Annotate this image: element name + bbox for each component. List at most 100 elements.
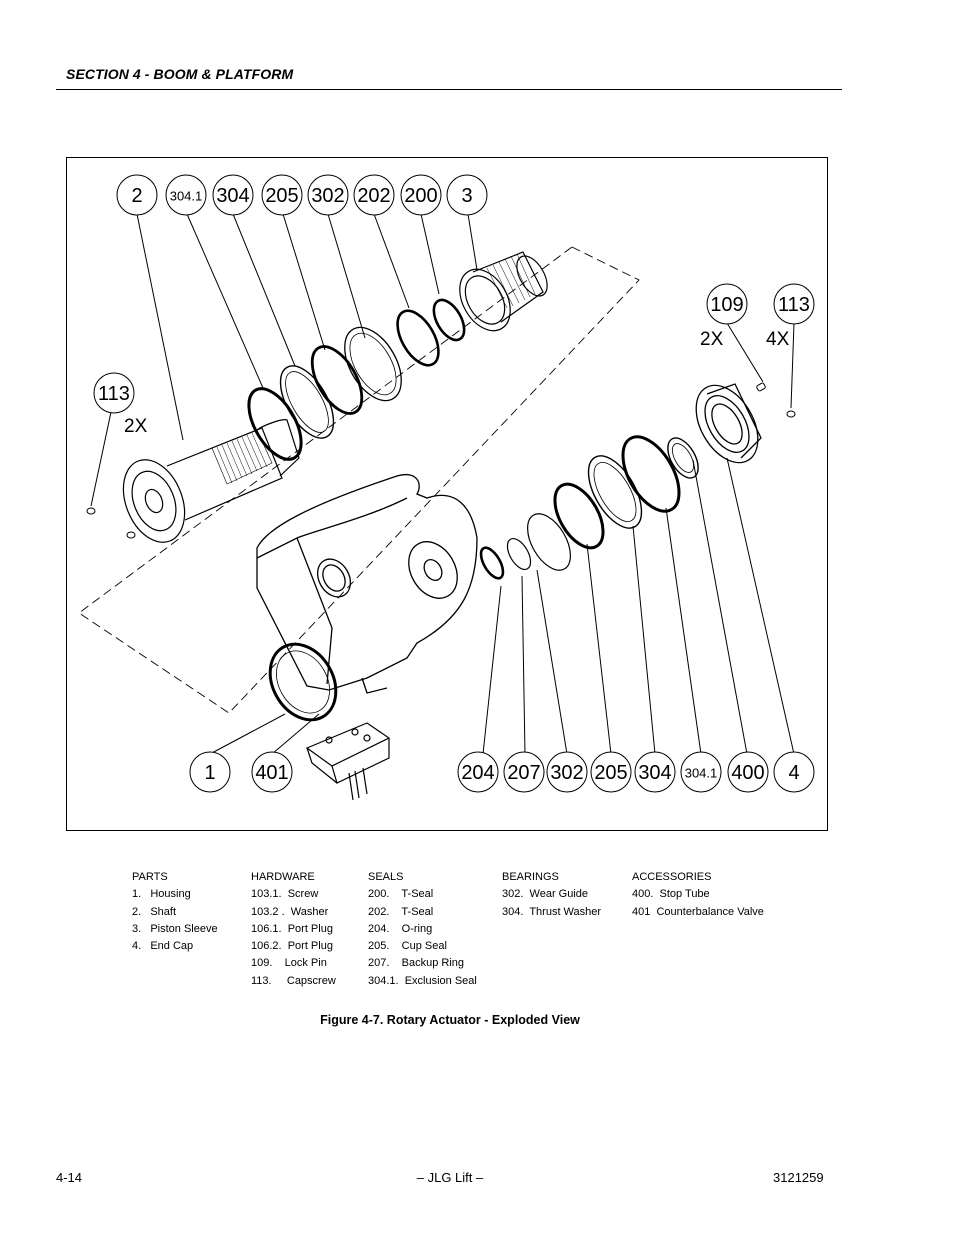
svg-text:400: 400 [731,762,764,784]
callout-113-right: 113 [773,283,815,325]
exploded-view-drawing: 2 304.1 304 205 302 202 200 3 109 113 2X… [78,174,815,801]
housing-part [256,473,478,722]
exploded-view-figure: 2 304.1 304 205 302 202 200 3 109 113 2X… [66,157,828,831]
legend-item: 3. Piston Sleeve [132,922,218,935]
legend-item: 4. End Cap [132,940,194,953]
exclusion-seal-lower [621,435,681,513]
callout-400: 400 [727,751,769,793]
doc-number: 3121259 [773,1170,824,1185]
qty-113-right: 4X [766,329,790,350]
svg-text:113: 113 [98,383,130,405]
callout-304-1: 304.1 [165,174,207,216]
end-cap-part [695,383,762,464]
legend-item: 304.1. Exclusion Seal [368,974,477,987]
legend-item: 1. Housing [132,888,191,901]
wear-guide-upper [344,326,402,402]
legend-parts: PARTS 1. Housing 2. Shaft 3. Piston Slee… [132,869,218,955]
svg-text:205: 205 [594,762,627,784]
qty-109: 2X [700,329,724,350]
svg-text:113: 113 [778,294,810,316]
legend-item: 103.2 . Washer [251,905,329,918]
page-number: 4-14 [56,1170,83,1185]
header-rule [56,89,842,90]
legend-item: 401 Counterbalance Valve [632,905,764,918]
svg-text:304.1: 304.1 [685,766,718,781]
svg-text:304: 304 [638,762,671,784]
figure-caption: Figure 4-7. Rotary Actuator - Exploded V… [320,1013,580,1027]
legend-item: 200. T-Seal [368,888,434,901]
cup-seal-lower [553,482,605,550]
callout-205-lower: 205 [590,751,632,793]
legend-header: SEALS [368,871,404,883]
lock-pin [756,382,766,392]
svg-text:1: 1 [204,762,215,784]
svg-text:207: 207 [507,762,540,784]
assembly-envelope [78,246,640,714]
callout-113-left: 113 2X [93,372,148,437]
callouts-bottom: 1 401 204 207 302 205 304 304.1 400 4 [189,751,815,793]
legend-item: 400. Stop Tube [632,888,710,901]
legend-item: 2. Shaft [132,905,177,918]
callout-205: 205 [261,174,303,216]
svg-text:202: 202 [357,185,390,207]
stop-tube [667,437,699,479]
legend-item: 204. O-ring [368,922,433,935]
backup-ring-207 [506,538,532,570]
legend-item: 113. Capscrew [251,974,336,987]
svg-text:302: 302 [550,762,583,784]
legend-item: 302. Wear Guide [502,888,589,901]
o-ring-204 [479,546,505,580]
footer-center: – JLG Lift – [416,1170,484,1185]
callout-304-lower: 304 [634,751,676,793]
callout-4: 4 [773,751,815,793]
svg-text:109: 109 [710,294,743,316]
section-title: SECTION 4 - BOOM & PLATFORM [66,66,294,82]
callouts-top: 2 304.1 304 205 302 202 200 3 [116,174,488,216]
svg-text:204: 204 [461,762,494,784]
legend-header: ACCESSORIES [632,871,712,883]
svg-text:304: 304 [216,185,249,207]
callout-109: 109 [706,283,748,325]
capscrew-right [786,410,796,418]
legend-item: 207. Backup Ring [368,957,465,970]
exclusion-seal-upper [247,387,303,461]
callout-200: 200 [400,174,442,216]
callout-3: 3 [446,174,488,216]
svg-text:3: 3 [461,185,472,207]
callout-204: 204 [457,751,499,793]
callout-2: 2 [116,174,158,216]
legend-item: 205. Cup Seal [368,940,447,953]
t-seal-202 [396,309,440,367]
legend-accessories: ACCESSORIES 400. Stop Tube 401 Counterba… [632,869,764,921]
svg-text:401: 401 [255,762,288,784]
callout-304-1-lower: 304.1 [680,751,722,793]
capscrew-left [86,507,136,539]
svg-text:304.1: 304.1 [170,189,203,204]
callout-304: 304 [212,174,254,216]
legend-header: HARDWARE [251,871,315,883]
legend-hardware: HARDWARE 103.1. Screw 103.2 . Washer 106… [251,869,336,990]
housing-bore-ring [268,642,338,722]
legend-header: BEARINGS [502,871,559,883]
counterbalance-valve-part [305,722,391,801]
thrust-washer-lower [587,455,643,529]
callout-302: 302 [307,174,349,216]
legend-item: 202. T-Seal [368,905,434,918]
callout-401: 401 [251,751,293,793]
legend-item: 304. Thrust Washer [502,905,602,918]
callouts-right: 109 113 2X 4X [700,283,815,350]
callout-1: 1 [189,751,231,793]
svg-text:2: 2 [131,185,142,207]
legend-item: 109. Lock Pin [251,957,327,970]
legend-header: PARTS [132,871,168,883]
thrust-washer-upper [279,365,335,439]
cup-seal-upper [310,345,364,415]
legend-seals: SEALS 200. T-Seal 202. T-Seal 204. O-rin… [368,869,477,990]
wear-guide-lower [527,513,571,571]
legend-bearings: BEARINGS 302. Wear Guide 304. Thrust Was… [502,869,601,921]
legend-item: 106.1. Port Plug [251,922,333,935]
svg-text:205: 205 [265,185,298,207]
callout-202: 202 [353,174,395,216]
t-seal-200 [432,298,466,342]
legend-item: 106.2. Port Plug [251,940,333,953]
